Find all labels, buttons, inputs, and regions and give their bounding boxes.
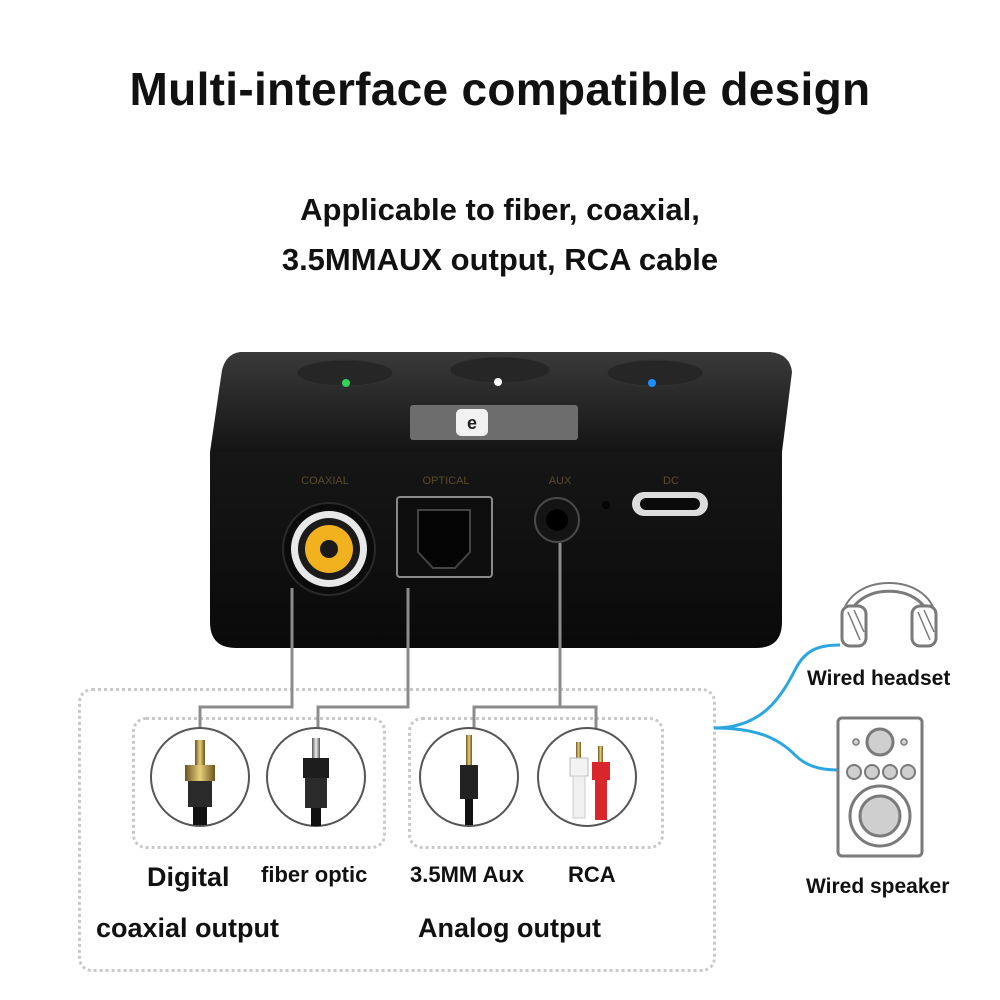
analog-output-label: Analog output	[418, 913, 601, 943]
aux-plug-icon	[419, 727, 519, 827]
coaxial-port-label: COAXIAL	[301, 475, 349, 487]
white-led-icon	[494, 378, 502, 386]
aux-label: 3.5MM Aux	[410, 862, 525, 887]
rca-plug-icon	[537, 727, 637, 827]
optical-plug-icon	[266, 727, 366, 827]
button-3-icon	[606, 359, 704, 387]
digital-group-frame	[132, 717, 386, 849]
receiver-device: e COAXIAL OPTICAL AUX DC	[210, 352, 792, 648]
brand-logo-icon	[456, 409, 488, 436]
digital-label: Digital	[147, 862, 230, 892]
analog-group-frame	[408, 717, 664, 849]
optical-port-icon	[396, 496, 493, 578]
coaxial-output-label: coaxial output	[96, 913, 280, 943]
output-cables	[713, 643, 841, 772]
svg-text:e: e	[467, 413, 477, 433]
aux-port-label: AUX	[549, 475, 572, 487]
speaker-icon	[836, 716, 924, 858]
coaxial-plug-icon	[150, 727, 250, 827]
green-led-icon	[342, 379, 350, 387]
connection-lines	[198, 543, 598, 735]
headset-icon	[840, 582, 938, 648]
mic-hole-icon	[602, 501, 610, 509]
dc-port-label: DC	[663, 475, 679, 487]
optical-port-label: OPTICAL	[422, 475, 469, 487]
subtitle-line-1: Applicable to fiber, coaxial,	[300, 192, 700, 227]
blue-led-icon	[648, 379, 656, 387]
page-title: Multi-interface compatible design	[129, 63, 871, 115]
subtitle-line-2: 3.5MMAUX output, RCA cable	[281, 242, 719, 277]
outer-dotted-frame	[78, 688, 716, 972]
fiber-optic-label: fiber optic	[261, 862, 368, 887]
aux-port-icon	[534, 497, 580, 543]
rca-label: RCA	[568, 862, 616, 887]
coaxial-port-icon	[282, 502, 376, 596]
wired-speaker-label: Wired speaker	[806, 875, 950, 898]
wired-headset-label: Wired headset	[807, 667, 951, 690]
